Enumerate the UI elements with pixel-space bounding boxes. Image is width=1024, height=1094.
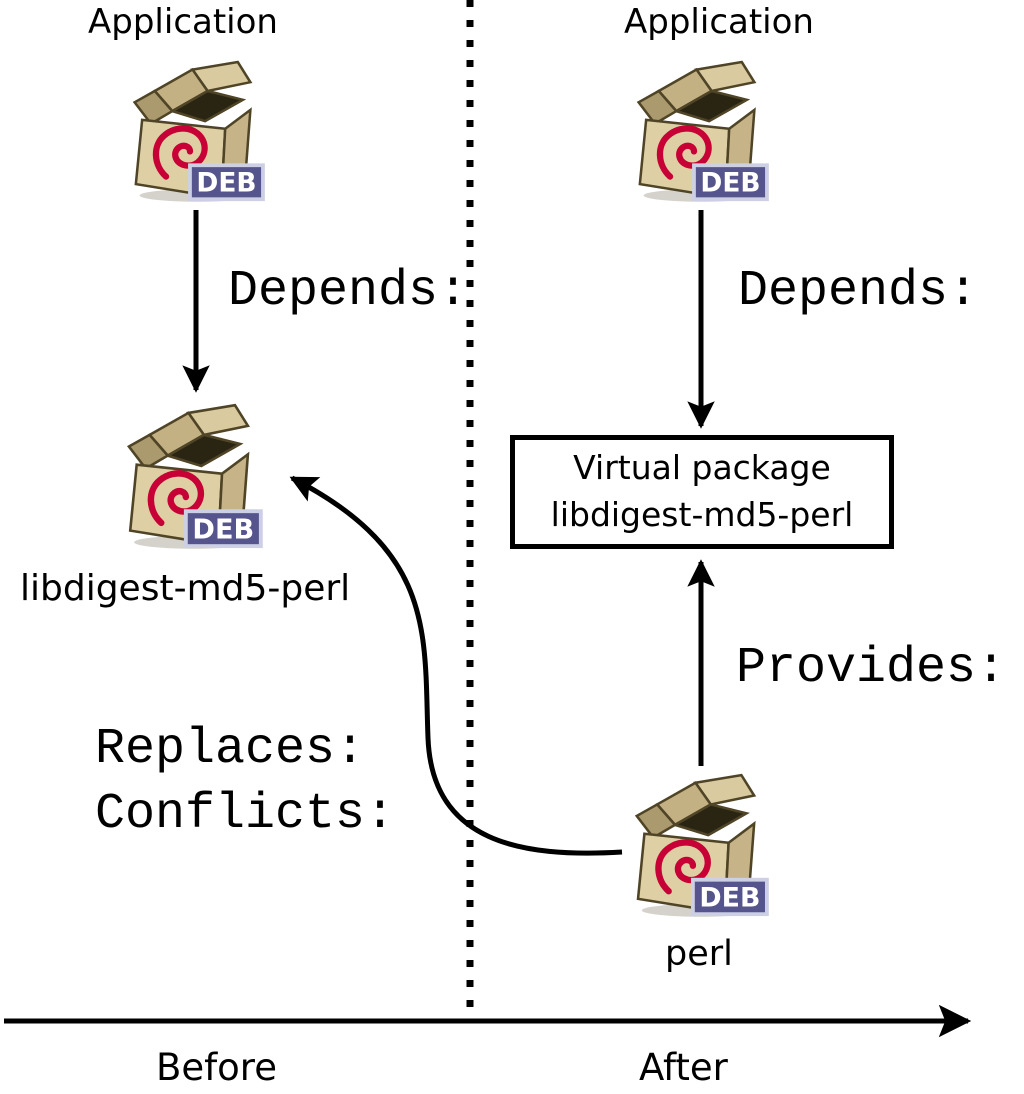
virtual-package-line2: libdigest-md5-perl xyxy=(550,495,854,534)
replaces-label: Replaces: xyxy=(95,721,366,778)
libdigest-md5-perl-package-icon xyxy=(112,400,270,550)
virtual-package-line1: Virtual package xyxy=(573,448,831,488)
before-application-package-icon xyxy=(118,57,272,203)
provides-label: Provides: xyxy=(736,640,1007,697)
after-application-label: Application xyxy=(624,2,814,42)
before-depends-label: Depends: xyxy=(228,263,469,320)
before-axis-label: Before xyxy=(156,1046,277,1089)
before-application-label: Application xyxy=(88,2,278,42)
virtual-package-box: Virtual package libdigest-md5-perl xyxy=(510,435,894,549)
conflicts-label: Conflicts: xyxy=(95,786,396,843)
after-application-package-icon xyxy=(622,57,776,203)
before-package-label: libdigest-md5-perl xyxy=(20,568,351,609)
perl-package-icon xyxy=(620,770,776,918)
after-depends-label: Depends: xyxy=(738,263,979,320)
after-axis-label: After xyxy=(639,1046,728,1089)
perl-label: perl xyxy=(665,934,733,974)
replaces-conflicts-arrow xyxy=(289,475,623,856)
